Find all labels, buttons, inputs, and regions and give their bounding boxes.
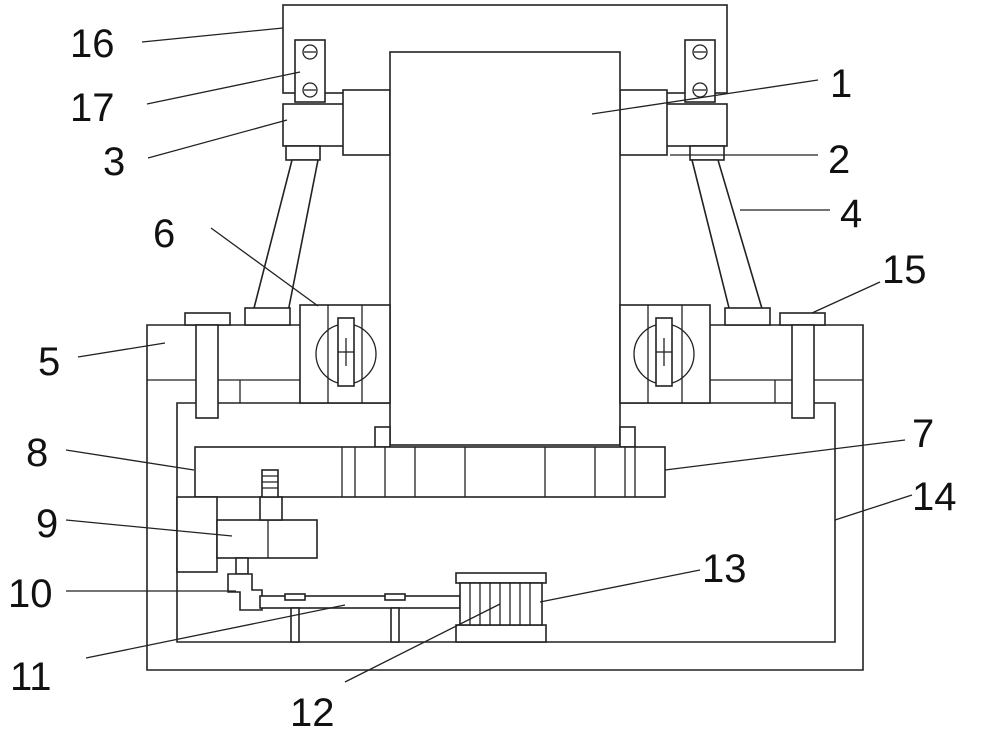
label-7: 7 bbox=[912, 412, 934, 456]
leader-lines bbox=[65, 27, 913, 683]
label-12: 12 bbox=[290, 691, 335, 735]
label-10: 10 bbox=[8, 572, 53, 616]
main-body-1 bbox=[389, 51, 621, 446]
rod-4 bbox=[244, 159, 771, 326]
slide-block-3 bbox=[282, 89, 728, 156]
bolt-15 bbox=[184, 312, 826, 419]
label-17: 17 bbox=[70, 86, 115, 130]
label-11: 11 bbox=[10, 655, 52, 699]
label-14: 14 bbox=[912, 475, 957, 519]
label-3: 3 bbox=[103, 140, 125, 184]
label-8: 8 bbox=[26, 431, 48, 475]
label-15: 15 bbox=[882, 248, 927, 292]
label-5: 5 bbox=[38, 340, 60, 384]
label-16: 16 bbox=[70, 22, 115, 66]
label-1: 1 bbox=[830, 62, 852, 106]
coupling-10 bbox=[227, 557, 263, 611]
label-9: 9 bbox=[36, 502, 58, 546]
label-6: 6 bbox=[153, 212, 175, 256]
label-2: 2 bbox=[828, 138, 850, 182]
gearbox-13 bbox=[455, 572, 547, 643]
shaft-11 bbox=[259, 593, 461, 643]
label-4: 4 bbox=[840, 192, 862, 236]
clamp-6 bbox=[299, 304, 711, 404]
label-13: 13 bbox=[702, 547, 747, 591]
bearing-17 bbox=[294, 39, 716, 103]
